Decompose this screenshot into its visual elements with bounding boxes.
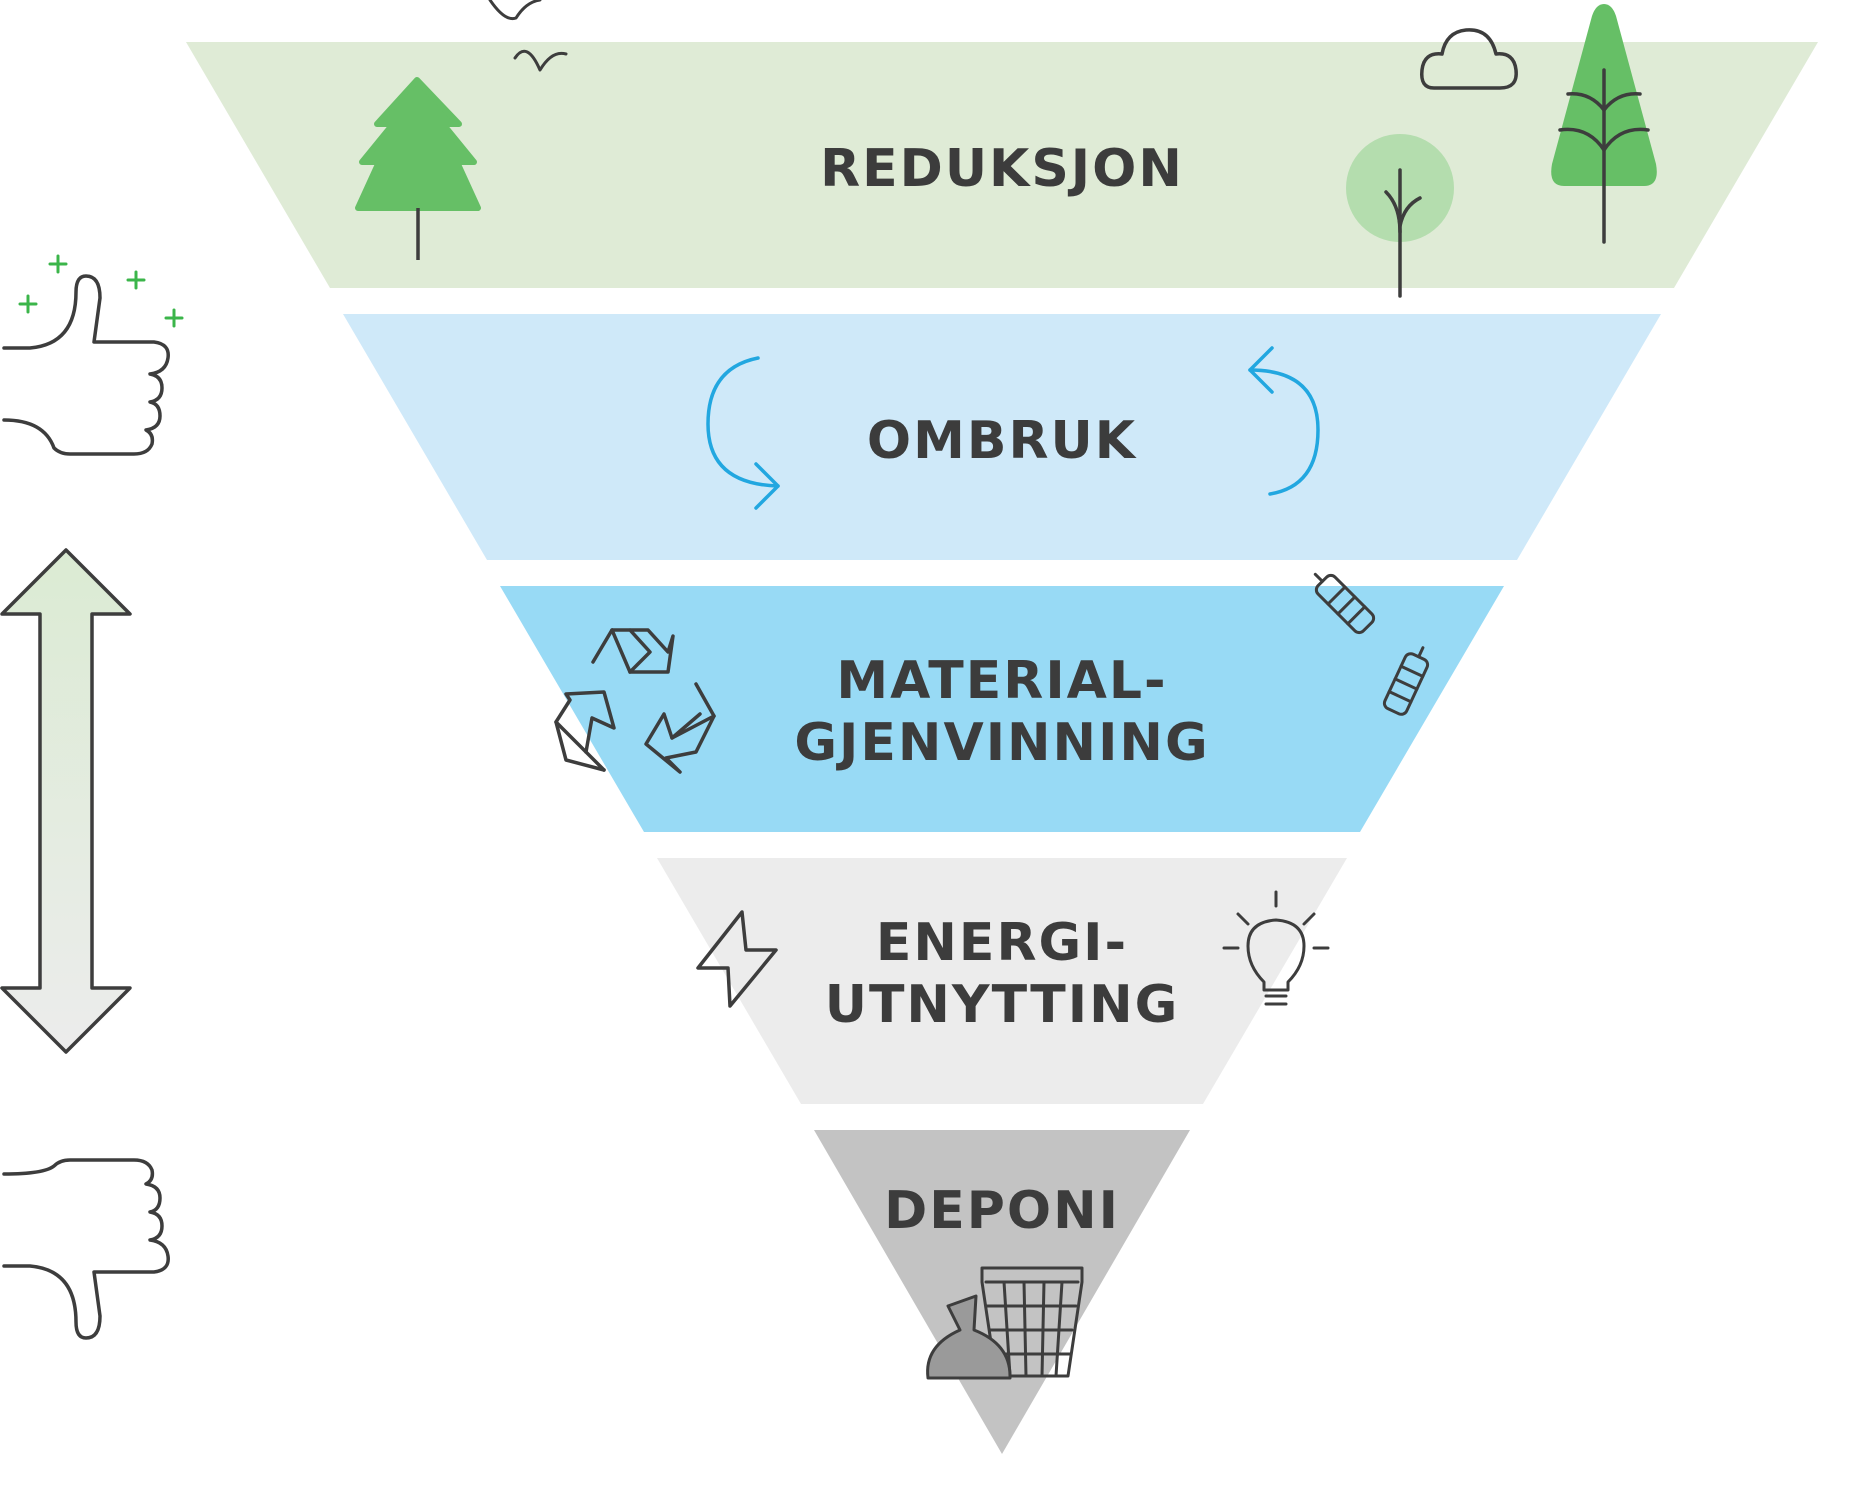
round-tree-icon [1346,134,1454,298]
sparkle-icons [18,254,184,328]
pine-tree-icon [355,77,481,260]
level-label-materialgjenvinning-line1: MATERIAL- [836,651,1167,711]
level-label-ombruk: OMBRUK [867,411,1137,471]
lightbulb-icon [1222,890,1330,1006]
recycle-icon [554,628,716,774]
level-label-reduksjon: REDUKSJON [820,139,1184,199]
reuse-arrows-icon [706,346,1320,510]
bottles-icon [1313,572,1430,716]
level-label-deponi: DEPONI [884,1181,1120,1241]
pyramid [186,42,1818,1454]
lightning-icon [696,910,778,1008]
birds-icon [488,0,568,72]
trash-bag-icon [926,1294,1012,1380]
thumbs-up-icon [2,274,170,456]
thumbs-down-icon [2,1158,170,1340]
level-band-ombruk [343,314,1661,560]
level-label-materialgjenvinning-line2: GJENVINNING [794,713,1209,773]
level-band-energiutnytting [657,858,1347,1104]
level-label-energiutnytting-line1: ENERGI- [876,913,1128,973]
cloud-icon [1420,28,1518,90]
level-band-deponi [814,1130,1190,1454]
level-label-energiutnytting-line2: UTNYTTING [825,975,1180,1035]
trash-can-icon [980,1266,1084,1378]
double-arrow-icon [0,548,132,1054]
tall-tree-icon [1551,4,1657,244]
level-band-materialgjenvinning [500,586,1504,832]
